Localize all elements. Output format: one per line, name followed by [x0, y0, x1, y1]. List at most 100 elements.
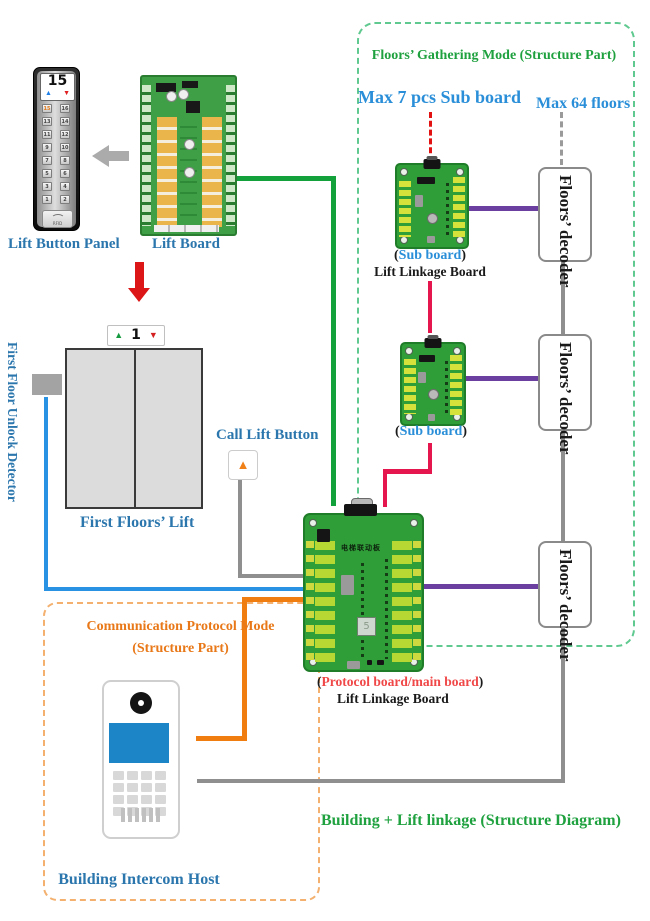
floor-button: 16	[60, 104, 70, 113]
main-board-name: Protocol board/main board	[321, 674, 479, 689]
mount-hole	[410, 519, 418, 527]
purple-line-sub2-decoder2	[464, 376, 540, 381]
keypad-key	[141, 795, 152, 804]
paren: )	[462, 424, 467, 439]
terminal-strip	[453, 177, 465, 239]
relay-column	[202, 117, 222, 227]
protocol-mode-title: Communication Protocol Mode	[86, 619, 275, 634]
floor-button: 3	[42, 182, 52, 191]
capacitor	[184, 167, 195, 178]
first-floors-lift-label: First Floors’ Lift	[80, 514, 195, 531]
keypad-key	[141, 771, 152, 780]
keypad-key	[113, 783, 124, 792]
pin-header	[385, 559, 388, 659]
sub-board-1-caption: (Sub board)	[360, 248, 500, 264]
keypad-key	[127, 771, 138, 780]
left-arrow-icon	[92, 145, 109, 167]
buzzer	[427, 213, 438, 224]
crimson-line-sub1-sub2	[428, 281, 432, 333]
lift-button-panel-label: Lift Button Panel	[8, 236, 120, 252]
sub-board-1-pcb	[395, 156, 469, 249]
usb-connector	[424, 335, 442, 348]
floor-button: 4	[60, 182, 70, 191]
purple-line-mainboard-decoder3	[422, 584, 540, 589]
floor-button: 13	[42, 117, 52, 126]
orange-line-v	[242, 597, 247, 741]
blue-line-detector-h	[44, 587, 304, 591]
floors-decoder-2: Floors’ decoder	[538, 334, 592, 455]
down-triangle-icon: ▼	[148, 330, 158, 340]
gray-line-callbutton-h	[238, 574, 304, 578]
max-floors-label: Max 64 floors	[536, 95, 631, 112]
pin-header	[445, 361, 448, 414]
first-floor-unlock-detector-label: First Floor Unlock Detector	[5, 342, 20, 502]
up-triangle-icon: ▲	[114, 330, 124, 340]
crimson-line-to-mainboard	[383, 469, 387, 507]
left-arrow-shaft	[108, 151, 129, 161]
terminal-strip	[226, 85, 235, 226]
call-lift-button-label: Call Lift Button	[216, 427, 319, 443]
mcu-chip	[317, 529, 330, 542]
relay-column	[392, 541, 412, 665]
floor-button: 1	[42, 195, 52, 204]
sub-board-2-pcb	[400, 335, 466, 426]
purple-line-sub1-decoder1	[466, 206, 540, 211]
gray-line-decoder1-decoder2	[561, 256, 565, 336]
sub-board-name: Sub board	[399, 424, 463, 439]
floors-gathering-mode-box	[357, 22, 635, 647]
mount-hole	[453, 347, 461, 355]
capacitor	[184, 139, 195, 150]
rfid-reader: RFID	[42, 210, 73, 228]
orange-line-intercom-h	[196, 736, 246, 741]
mount-hole	[405, 347, 413, 355]
lift-board-pcb	[140, 75, 237, 236]
building-intercom-host	[102, 680, 180, 839]
orange-line-mainboard-h	[242, 597, 304, 602]
lift-board-label: Lift Board	[152, 236, 220, 252]
main-board-board-label: Lift Linkage Board	[337, 691, 449, 706]
diagram-title: Building + Lift linkage (Structure Diagr…	[321, 812, 621, 829]
floor-button: 15	[42, 104, 52, 113]
floor-button: 7	[42, 156, 52, 165]
pin-row-chip	[417, 177, 435, 184]
bottom-connector	[347, 661, 360, 669]
sub-board-name: Sub board	[398, 248, 462, 263]
paren: (	[395, 424, 400, 439]
pcb-silkscreen-text: 电梯联动板	[341, 544, 381, 552]
gray-line-callbutton-v	[238, 478, 242, 577]
crimson-line-step-h	[383, 469, 432, 474]
keypad-key	[127, 783, 138, 792]
floors-decoder-3: Floors’ decoder	[538, 541, 592, 662]
pin-header	[361, 563, 364, 659]
mount-hole	[456, 168, 464, 176]
paren: )	[478, 674, 484, 689]
panel-buttons-left: 15 13 11 9 7 5 3 1	[42, 104, 52, 204]
floor-button: 14	[60, 117, 70, 126]
connector-chip	[182, 81, 198, 88]
door-split-line	[134, 350, 136, 507]
component-chip	[428, 414, 435, 421]
component-chip	[415, 195, 423, 207]
keypad-key	[155, 771, 166, 780]
panel-face: 15 ▲ ▼ 15 13 11 9 7 5 3 1 16 14 12 10	[37, 71, 76, 228]
lift-doors	[65, 348, 203, 509]
protocol-mode-subtitle: (Structure Part)	[132, 641, 229, 656]
floor-button: 6	[60, 169, 70, 178]
down-arrow-shaft	[135, 262, 144, 289]
connector-chip	[156, 83, 176, 92]
building-intercom-host-label: Building Intercom Host	[58, 871, 220, 888]
floor-indicator: ▲ 1 ▼	[107, 325, 165, 346]
terminal-strip	[404, 359, 416, 414]
floors-decoder-1: Floors’ decoder	[538, 167, 592, 288]
paren: )	[461, 248, 466, 263]
pin-header	[446, 183, 449, 237]
mount-hole	[400, 236, 408, 244]
db9-connector-base	[344, 504, 377, 516]
rfid-wave-icon	[51, 214, 65, 224]
gathering-mode-title: Floors’ Gathering Mode (Structure Part)	[371, 48, 617, 63]
green-line-liftboard-h	[235, 176, 333, 181]
communication-protocol-mode-box	[43, 602, 320, 901]
panel-buttons-right: 16 14 12 10 8 6 4 2	[60, 104, 70, 204]
blue-line-detector-v	[44, 397, 48, 590]
seg-display: 5	[357, 617, 376, 636]
